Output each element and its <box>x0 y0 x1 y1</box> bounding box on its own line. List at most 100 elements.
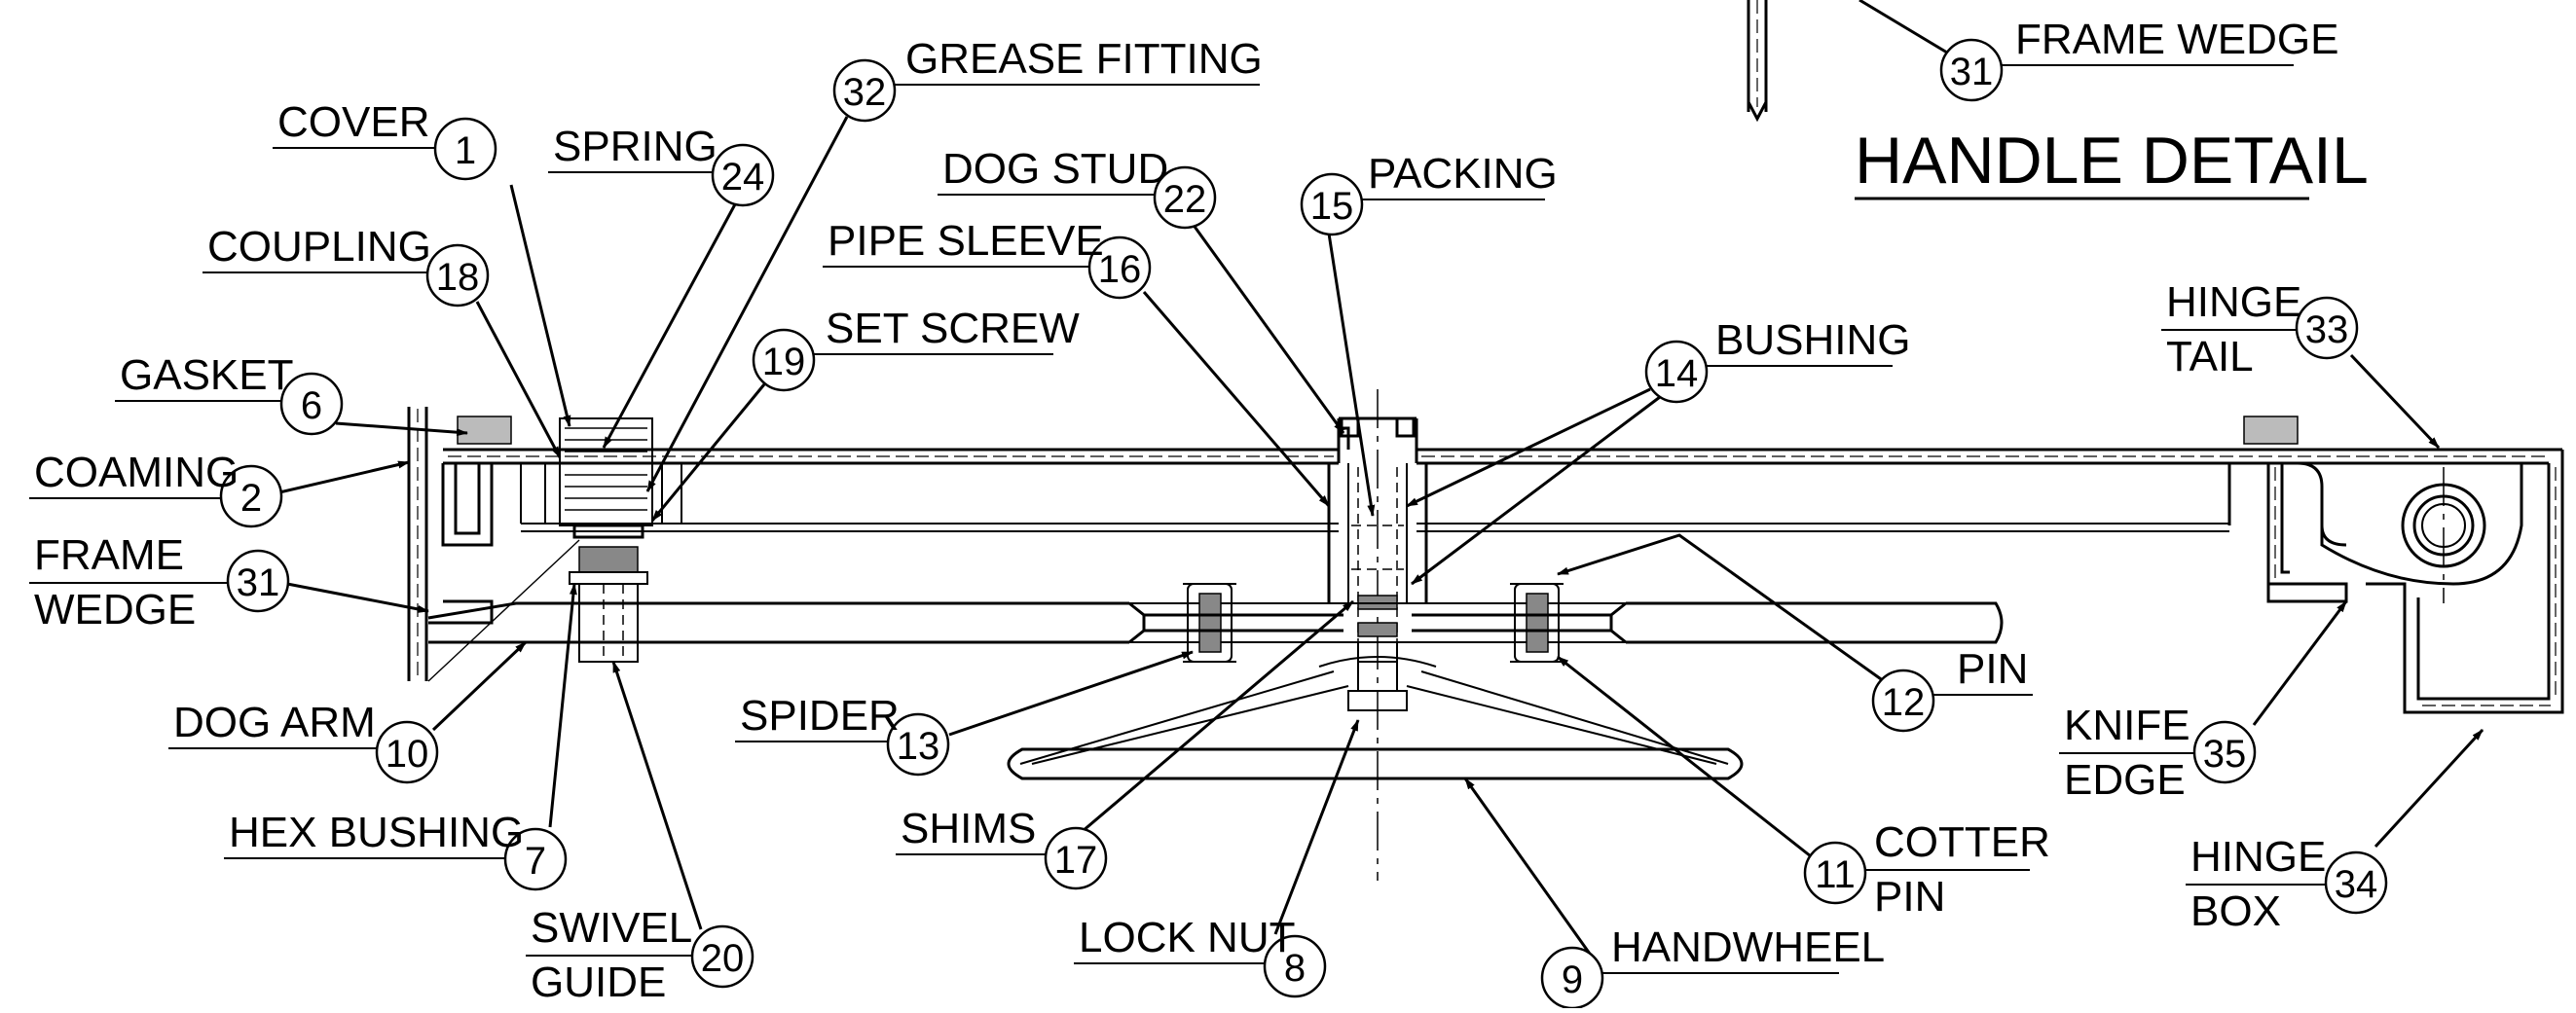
callout-label: GASKET <box>120 351 294 399</box>
callout-circle <box>279 372 344 436</box>
callout-circle <box>1263 934 1327 998</box>
callout-circle <box>1644 340 1709 404</box>
callout-label: SET SCREW <box>826 305 1080 352</box>
callout-circle <box>752 328 816 392</box>
callout-number: 18 <box>436 256 480 299</box>
callout-label: SPRING <box>553 123 718 170</box>
callout-number: 6 <box>301 384 322 427</box>
callout-label-line2: WEDGE <box>34 586 196 633</box>
frame-stub-top <box>1747 0 1768 123</box>
callout-circle <box>1803 841 1867 905</box>
callout-label: GREASE FITTING <box>905 35 1263 83</box>
callout-label-line1: FRAME <box>34 531 184 579</box>
callout-number: 31 <box>237 561 280 604</box>
callout-pin: 12 PIN <box>1871 645 2033 733</box>
callout-label: FRAME WEDGE <box>2015 16 2338 63</box>
cover-spring-assembly <box>427 417 682 682</box>
callout-cover: 1 COVER <box>273 98 497 181</box>
hatch-cover-plate <box>443 448 2564 714</box>
callout-number: 8 <box>1284 947 1306 990</box>
callout-circle <box>2324 850 2388 915</box>
callout-circle <box>1044 826 1108 890</box>
callout-label-line1: HINGE <box>2190 833 2326 881</box>
callout-circle <box>1871 669 1935 733</box>
hinge-assembly <box>2227 416 2523 603</box>
callout-number: 20 <box>701 937 745 980</box>
callout-packing: 15 PACKING <box>1300 150 1558 236</box>
callout-number: 31 <box>1950 51 1994 93</box>
callout-label-line1: SWIVEL <box>531 904 692 952</box>
callout-circle <box>1300 172 1364 236</box>
callout-label: COVER <box>277 98 429 146</box>
callout-frame-wedge-left: 31 FRAME WEDGE <box>29 531 290 633</box>
callout-number: 34 <box>2335 863 2378 906</box>
callout-circle <box>425 243 490 308</box>
callout-bushing: 14 BUSHING <box>1644 316 1910 404</box>
callout-label: PACKING <box>1368 150 1558 198</box>
callout-label: BUSHING <box>1715 316 1910 364</box>
pipe-sleeve <box>1327 389 1428 881</box>
callout-circle <box>1939 38 2004 102</box>
spider-hub-left <box>1144 583 1343 663</box>
callout-number: 11 <box>1815 853 1856 896</box>
callout-number: 10 <box>386 733 429 776</box>
lock-nut <box>1347 641 1408 711</box>
callout-label-line2: BOX <box>2190 887 2281 935</box>
callout-number: 14 <box>1655 352 1699 395</box>
callout-label-line2: GUIDE <box>531 959 666 1006</box>
callout-label: SHIMS <box>901 805 1036 852</box>
callout-label: PIPE SLEEVE <box>828 217 1104 265</box>
callout-circle <box>1153 165 1217 230</box>
callout-circle <box>2295 296 2359 360</box>
callout-number: 35 <box>2203 733 2247 776</box>
callout-label-line1: HINGE <box>2166 278 2301 326</box>
callout-number: 24 <box>721 156 765 199</box>
callout-label: DOG ARM <box>173 699 376 746</box>
callout-circle <box>219 464 283 528</box>
callout-label: HANDWHEEL <box>1611 923 1885 971</box>
drawing-title: HANDLE DETAIL <box>1855 124 2369 198</box>
callout-number: 33 <box>2305 308 2349 351</box>
callout-circle <box>711 143 775 207</box>
coaming-gasket-left <box>407 407 512 681</box>
callout-number: 1 <box>455 129 476 172</box>
callout-number: 7 <box>525 840 546 883</box>
callout-number: 32 <box>843 71 887 114</box>
callout-label: LOCK NUT <box>1079 914 1295 961</box>
callout-circle <box>375 720 439 784</box>
callout-number: 12 <box>1882 681 1926 724</box>
callout-label-line2: TAIL <box>2166 333 2254 380</box>
callout-label: SPIDER <box>740 692 900 740</box>
callout-number: 15 <box>1310 185 1354 228</box>
callout-label-line2: EDGE <box>2064 756 2186 804</box>
callout-number: 2 <box>240 477 262 520</box>
callout-number: 16 <box>1098 248 1142 291</box>
callout-label: HEX BUSHING <box>229 809 524 856</box>
callout-label: COUPLING <box>207 223 431 271</box>
callout-grease-fitting: 32 GREASE FITTING <box>832 35 1263 123</box>
handwheel <box>1007 656 1744 780</box>
callout-label: DOG STUD <box>942 145 1168 193</box>
callout-label-line1: KNIFE <box>2064 702 2190 749</box>
spider-hub-right <box>1412 583 1611 663</box>
callout-circle <box>832 58 897 123</box>
callout-label: PIN <box>1957 645 2028 693</box>
callout-label-line2: PIN <box>1874 873 1945 921</box>
